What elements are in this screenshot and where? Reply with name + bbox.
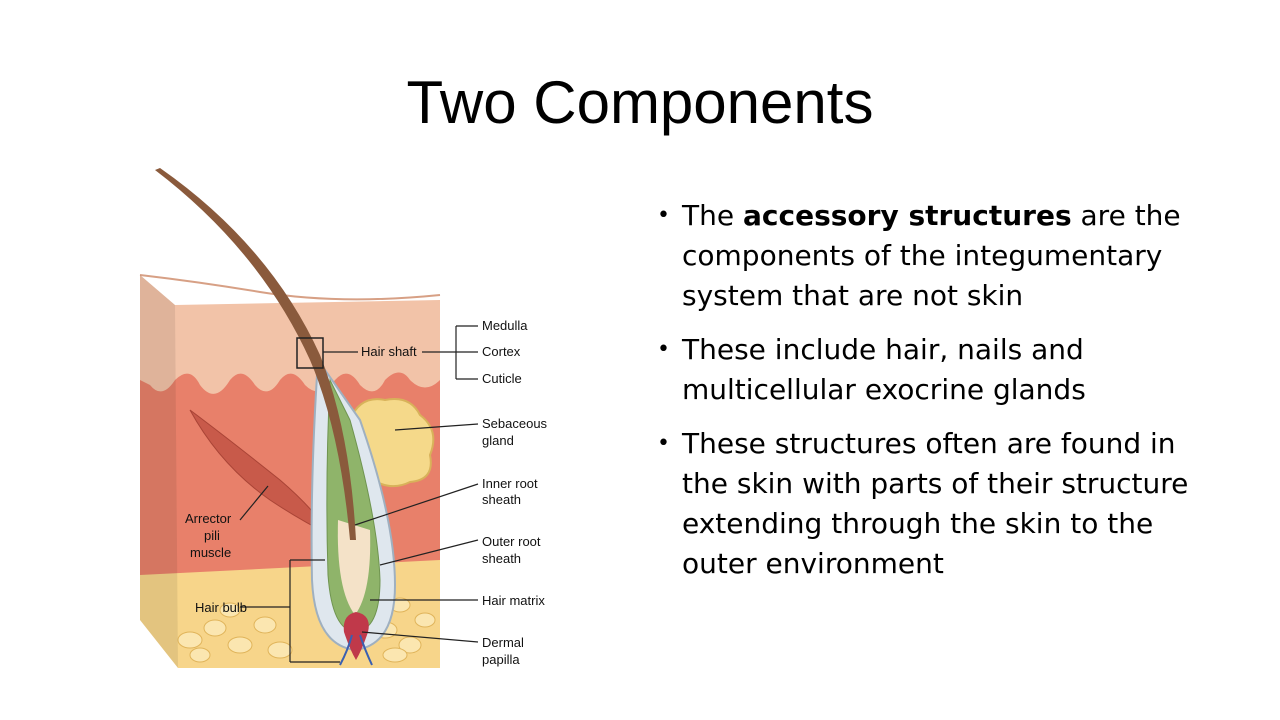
bullet-dot-icon: • — [657, 431, 670, 456]
label-inner-root-2: sheath — [482, 492, 521, 507]
label-cortex: Cortex — [482, 344, 521, 359]
bullet-text-suffix: are the components of the integumentary … — [682, 199, 1181, 312]
label-dermal-2: papilla — [482, 652, 520, 667]
skin-surface — [139, 274, 441, 301]
bullet-dot-icon: • — [657, 337, 670, 362]
label-arrector-3: muscle — [190, 545, 231, 560]
label-arrector-1: Arrector — [185, 511, 232, 526]
label-outer-root-1: Outer root — [482, 534, 541, 549]
bullet-text: These structures often are found in the … — [682, 427, 1189, 580]
slide-title: Two Components — [406, 69, 874, 136]
bullet-text: These include hair, nails and multicellu… — [682, 333, 1086, 406]
hair-matrix-core — [337, 520, 371, 615]
label-dermal-1: Dermal — [482, 635, 524, 650]
hair-shaft — [155, 168, 356, 540]
tissue-side-face — [140, 275, 178, 668]
label-medulla: Medulla — [482, 318, 528, 333]
label-cuticle: Cuticle — [482, 371, 522, 386]
label-outer-root-2: sheath — [482, 551, 521, 566]
label-sebaceous-2: gland — [482, 433, 514, 448]
label-arrector-2: pili — [204, 528, 220, 543]
bullet-text-prefix: The — [682, 199, 743, 232]
hair-follicle-diagram: Medulla Hair shaft Cortex Cuticle Sebace… — [139, 168, 548, 668]
label-sebaceous-1: Sebaceous — [482, 416, 548, 431]
epidermis-layer — [140, 275, 440, 394]
dermal-papilla — [343, 612, 369, 660]
bullet-text-bold: accessory structures — [742, 199, 1072, 232]
label-hair-bulb: Hair bulb — [195, 600, 247, 615]
blood-vessels — [339, 634, 373, 666]
bullet-item: • These structures often are found in th… — [657, 424, 1217, 584]
bullet-dot-icon: • — [657, 203, 670, 228]
label-hair-shaft: Hair shaft — [361, 344, 417, 359]
bullet-item: • These include hair, nails and multicel… — [657, 330, 1217, 410]
leader-lines — [239, 325, 479, 663]
label-inner-root-1: Inner root — [482, 476, 538, 491]
hair-shaft-detail-box — [296, 337, 324, 369]
bullet-item: • The accessory structures are the compo… — [657, 196, 1217, 316]
label-hair-matrix: Hair matrix — [482, 593, 545, 608]
bullet-list: • The accessory structures are the compo… — [657, 196, 1217, 598]
